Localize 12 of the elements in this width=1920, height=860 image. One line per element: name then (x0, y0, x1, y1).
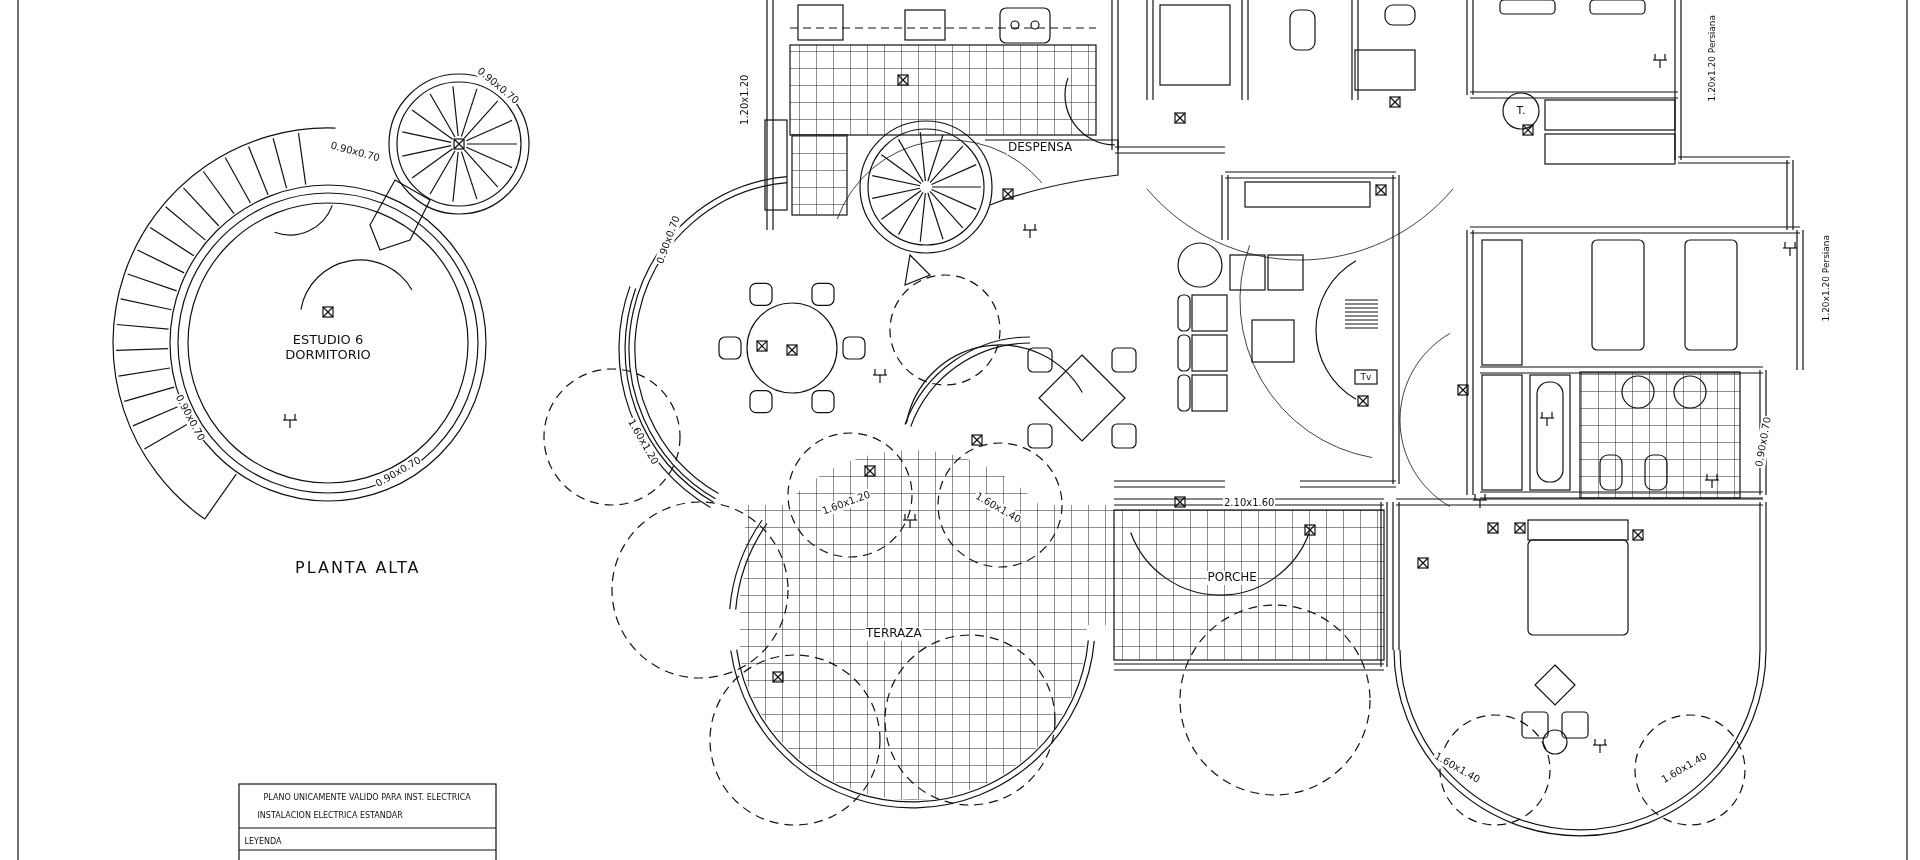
dimension-label: 1.20x1.20 Persiana (1706, 13, 1717, 103)
dimension-label: 1.20x1.20 Persiana (1820, 233, 1831, 323)
table-text: PLANO UNICAMENTE VALIDO PARA INST. ELECTRICA (262, 792, 472, 802)
room-label: DESPENSA (1007, 141, 1074, 155)
room-label: PORCHE (1206, 571, 1258, 585)
room-label: TERRAZA (865, 627, 923, 641)
dimension-label: 1.20x1.20 (739, 73, 751, 126)
table-text: LEYENDA (243, 836, 283, 846)
table-text: INSTALACION ELECTRICA ESTANDAR (256, 810, 404, 820)
dimension-label: 0.90x0.70 (1753, 414, 1774, 469)
dimension-label: 2.10x1.60 (1223, 497, 1276, 509)
symbol-label: Tv (1359, 372, 1373, 383)
